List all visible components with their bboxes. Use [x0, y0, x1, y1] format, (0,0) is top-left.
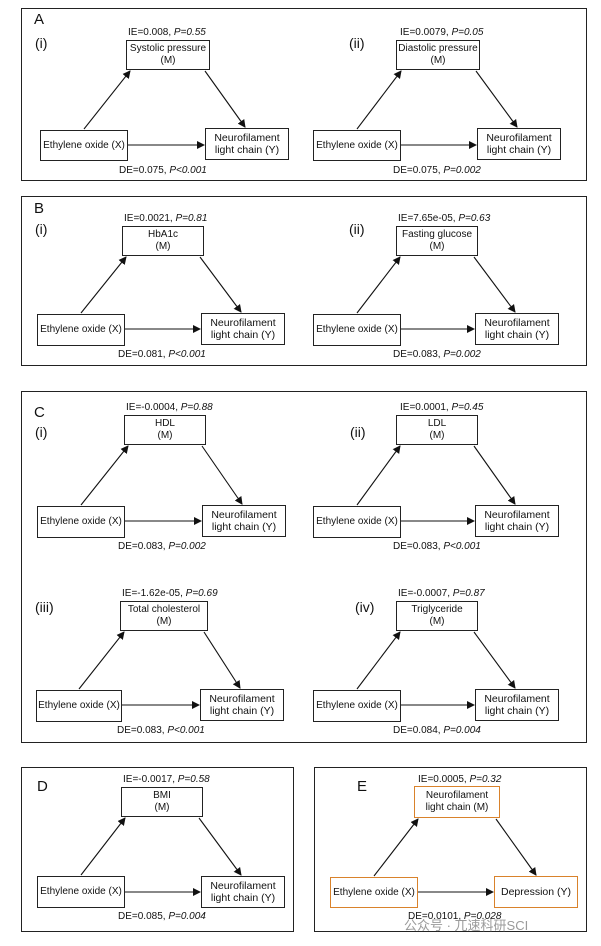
exposure-box: Ethylene oxide (X)	[40, 130, 128, 161]
indirect-effect-label: IE=7.65e-05, P=0.63	[398, 213, 491, 224]
mediator-box: Fasting glucose (M)	[396, 226, 478, 256]
direct-effect-label: DE=0.083, P<0.001	[117, 725, 205, 736]
direct-effect-label: DE=0.0101, P=0.028	[408, 911, 502, 922]
panel-a-sub-ii: (ii)	[349, 35, 365, 51]
panel-c	[21, 391, 587, 743]
mediator-box: HbA1c (M)	[122, 226, 204, 256]
panel-b-sub-ii: (ii)	[349, 221, 365, 237]
indirect-effect-label: IE=-0.0007, P=0.87	[398, 588, 485, 599]
panel-c-sub-iv: (iv)	[355, 599, 375, 615]
indirect-effect-label: IE=0.0021, P=0.81	[124, 213, 208, 224]
direct-effect-label: DE=0.085, P=0.004	[118, 911, 206, 922]
outcome-box: Neurofilament light chain (Y)	[475, 313, 559, 345]
exposure-box: Ethylene oxide (X)	[313, 130, 401, 161]
panel-c-sub-i: (i)	[35, 424, 48, 440]
indirect-effect-label: IE=0.0005, P=0.32	[418, 774, 502, 785]
indirect-effect-label: IE=0.0079, P=0.05	[400, 27, 484, 38]
mediator-box: Diastolic pressure (M)	[396, 40, 480, 70]
panel-a-sub-i: (i)	[35, 35, 48, 51]
indirect-effect-label: IE=0.008, P=0.55	[128, 27, 206, 38]
mediator-box: Total cholesterol (M)	[120, 601, 208, 631]
mediator-box: Triglyceride (M)	[396, 601, 478, 631]
mediator-box: HDL (M)	[124, 415, 206, 445]
panel-b-label: B	[34, 200, 45, 217]
exposure-box: Ethylene oxide (X)	[37, 314, 125, 346]
indirect-effect-label: IE=-1.62e-05, P=0.69	[122, 588, 218, 599]
exposure-box: Ethylene oxide (X)	[313, 690, 401, 722]
panel-b	[21, 196, 587, 366]
direct-effect-label: DE=0.083, P=0.002	[118, 541, 206, 552]
panel-c-sub-ii: (ii)	[350, 424, 366, 440]
panel-b-sub-i: (i)	[35, 221, 48, 237]
panel-a-label: A	[34, 11, 45, 28]
direct-effect-label: DE=0.083, P=0.002	[393, 349, 481, 360]
panel-c-sub-iii: (iii)	[35, 599, 54, 615]
exposure-box: Ethylene oxide (X)	[37, 506, 125, 538]
exposure-box: Ethylene oxide (X)	[313, 506, 401, 538]
indirect-effect-label: IE=-0.0017, P=0.58	[123, 774, 210, 785]
direct-effect-label: DE=0.075, P<0.001	[119, 165, 207, 176]
exposure-box: Ethylene oxide (X)	[37, 876, 125, 908]
mediator-box: Systolic pressure (M)	[126, 40, 210, 70]
mediator-box: Neurofilament light chain (M)	[414, 786, 500, 818]
mediator-box: LDL (M)	[396, 415, 478, 445]
outcome-box: Depression (Y)	[494, 876, 578, 908]
outcome-box: Neurofilament light chain (Y)	[477, 128, 561, 160]
direct-effect-label: DE=0.081, P<0.001	[118, 349, 206, 360]
outcome-box: Neurofilament light chain (Y)	[202, 505, 286, 537]
indirect-effect-label: IE=-0.0004, P=0.88	[126, 402, 213, 413]
panel-d	[21, 767, 294, 932]
panel-c-label: C	[34, 404, 45, 421]
mediator-box: BMI (M)	[121, 787, 203, 817]
direct-effect-label: DE=0.083, P<0.001	[393, 541, 481, 552]
outcome-box: Neurofilament light chain (Y)	[201, 876, 285, 908]
panel-d-label: D	[37, 778, 48, 795]
indirect-effect-label: IE=0.0001, P=0.45	[400, 402, 484, 413]
exposure-box: Ethylene oxide (X)	[36, 690, 122, 722]
outcome-box: Neurofilament light chain (Y)	[475, 505, 559, 537]
outcome-box: Neurofilament light chain (Y)	[205, 128, 289, 160]
outcome-box: Neurofilament light chain (Y)	[475, 689, 559, 721]
outcome-box: Neurofilament light chain (Y)	[201, 313, 285, 345]
direct-effect-label: DE=0.084, P=0.004	[393, 725, 481, 736]
outcome-box: Neurofilament light chain (Y)	[200, 689, 284, 721]
panel-e-label: E	[357, 778, 368, 795]
watermark-text: 公众号 · 兀速科研SCI	[404, 918, 529, 933]
direct-effect-label: DE=0.075, P=0.002	[393, 165, 481, 176]
exposure-box: Ethylene oxide (X)	[313, 314, 401, 346]
exposure-box: Ethylene oxide (X)	[330, 877, 418, 908]
panel-e	[314, 767, 587, 932]
panel-a	[21, 8, 587, 181]
